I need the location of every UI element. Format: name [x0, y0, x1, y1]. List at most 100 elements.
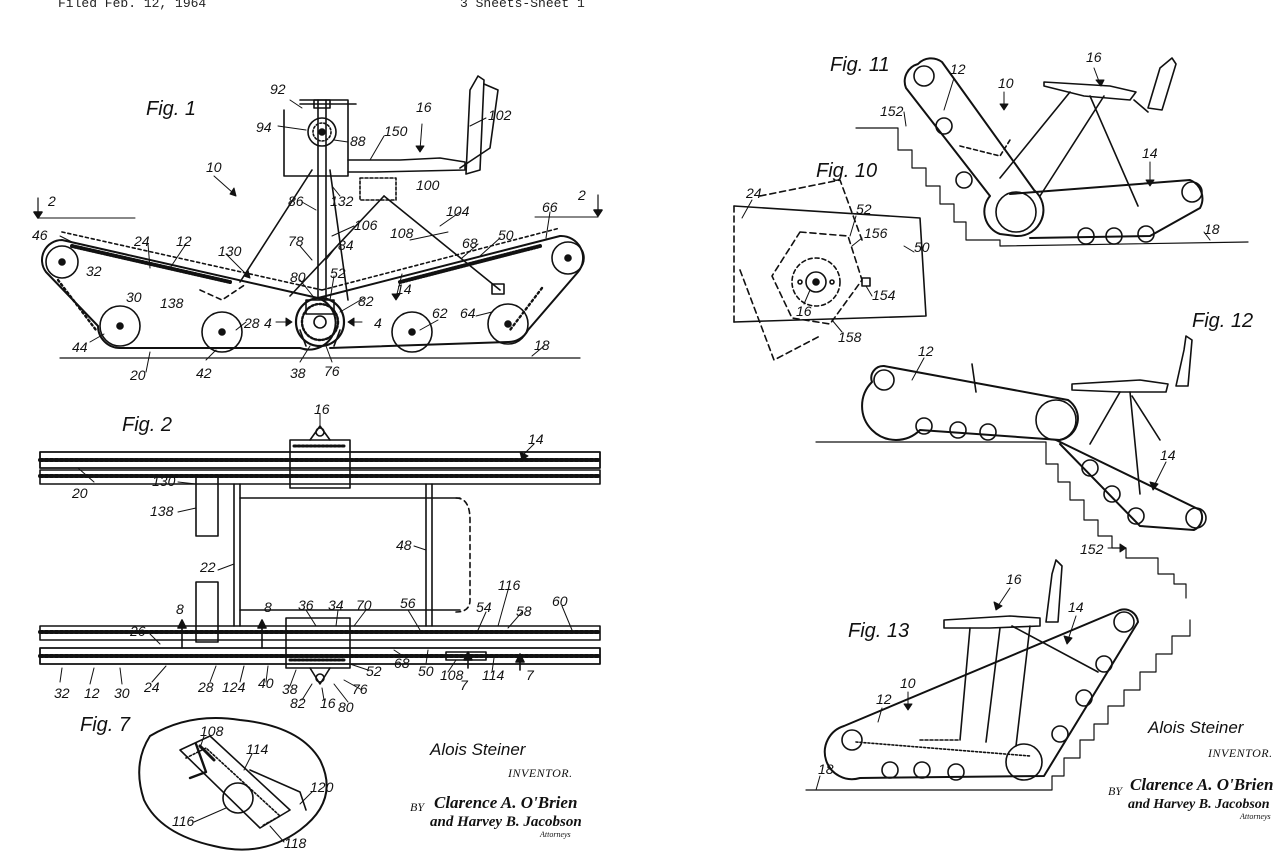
ref-label: 50: [498, 227, 514, 243]
ref-label: 114: [246, 741, 269, 757]
inventor-name: Alois Steiner: [1148, 718, 1244, 737]
fig10-title: Fig. 10: [816, 160, 878, 182]
ref-label: 12: [176, 233, 192, 249]
ref-label: 76: [324, 363, 340, 379]
fig11-title: Fig. 11: [830, 54, 890, 76]
fig11-drawing: [855, 57, 1249, 247]
ref-label: 82: [290, 695, 306, 711]
ref-label: 20: [72, 485, 88, 501]
ref-label: 2: [48, 193, 56, 209]
ref-label: 52: [330, 265, 346, 281]
ref-label: 52: [856, 201, 872, 217]
inventor-label: INVENTOR.: [508, 766, 573, 780]
ref-label: 7: [460, 677, 468, 693]
filed-date: Filed Feb. 12, 1964: [58, 0, 207, 11]
ref-label: 12: [876, 691, 892, 707]
ref-label: 10: [900, 675, 916, 691]
ref-label: 106: [354, 217, 378, 233]
ref-label: 18: [818, 761, 834, 777]
ref-label: 18: [534, 337, 550, 353]
attorney-signature-2: and Harvey B. Jacobson: [430, 814, 582, 830]
ref-label: 30: [114, 685, 130, 701]
ref-label: 16: [314, 401, 330, 417]
fig7-title: Fig. 7: [80, 714, 131, 736]
ref-label: 16: [1006, 571, 1022, 587]
ref-label: 16: [1086, 49, 1102, 65]
attorney-signature-1: Clarence A. O'Brien: [434, 793, 578, 812]
attorney-signature-2: and Harvey B. Jacobson: [1128, 797, 1270, 812]
ref-label: 10: [206, 159, 222, 175]
ref-label: 68: [462, 235, 478, 251]
ref-label: 34: [328, 597, 344, 613]
fig1-drawing: [33, 75, 603, 359]
ref-label: 10: [998, 75, 1014, 91]
ref-label: 58: [516, 603, 532, 619]
by-label: BY: [1108, 784, 1123, 798]
ref-label: 66: [542, 199, 558, 215]
fig7-drawing: [138, 717, 328, 851]
ref-label: 4: [374, 315, 382, 331]
ref-label: 28: [198, 679, 214, 695]
ref-label: 152: [1080, 541, 1104, 557]
ref-label: 108: [440, 667, 464, 683]
ref-label: 80: [338, 699, 354, 715]
ref-label: 38: [282, 681, 298, 697]
ref-label: 28: [244, 315, 260, 331]
ref-label: 14: [1160, 447, 1176, 463]
fig12-title: Fig. 12: [1192, 310, 1254, 332]
inventor-label: INVENTOR.: [1208, 746, 1273, 760]
fig10-drawing: [733, 179, 927, 361]
ref-label: 88: [350, 133, 366, 149]
fig2-drawing: [38, 425, 602, 685]
ref-label: 2: [578, 187, 586, 203]
ref-label: 38: [290, 365, 306, 381]
by-label: BY: [410, 800, 425, 814]
ref-label: 94: [256, 119, 272, 135]
ref-label: 48: [396, 537, 412, 553]
ref-label: 156: [864, 225, 888, 241]
fig12-drawing: [815, 335, 1207, 599]
ref-label: 130: [218, 243, 242, 259]
ref-label: 116: [498, 577, 521, 593]
ref-label: 102: [488, 107, 512, 123]
ref-label: 78: [288, 233, 304, 249]
attorneys-label: Attorneys: [1240, 812, 1271, 821]
ref-label: 32: [86, 263, 102, 279]
ref-label: 40: [258, 675, 274, 691]
ref-label: 124: [222, 679, 246, 695]
ref-label: 36: [298, 597, 314, 613]
leader-lines: [59, 67, 1211, 843]
ref-label: 14: [1142, 145, 1158, 161]
ref-label: 12: [918, 343, 934, 359]
ref-label: 154: [872, 287, 896, 303]
ref-label: 84: [338, 237, 354, 253]
ref-label: 150: [384, 123, 408, 139]
ref-label: 138: [160, 295, 184, 311]
fig2-title: Fig. 2: [122, 414, 173, 436]
ref-label: 8: [264, 599, 272, 615]
ref-label: 32: [54, 685, 70, 701]
ref-label: 158: [838, 329, 862, 345]
ref-label: 68: [394, 655, 410, 671]
ref-label: 24: [134, 233, 150, 249]
ref-label: 22: [200, 559, 216, 575]
ref-label: 8: [176, 601, 184, 617]
ref-label: 64: [460, 305, 476, 321]
ref-label: 116: [172, 813, 195, 829]
ref-label: 130: [152, 473, 176, 489]
ref-label: 46: [32, 227, 48, 243]
ref-label: 86: [288, 193, 304, 209]
ref-label: 76: [352, 681, 368, 697]
ref-label: 24: [746, 185, 762, 201]
ref-label: 16: [796, 303, 812, 319]
ref-label: 7: [526, 667, 534, 683]
ref-label: 20: [130, 367, 146, 383]
ref-label: 52: [366, 663, 382, 679]
fig13-drawing: [805, 559, 1191, 791]
ref-label: 138: [150, 503, 174, 519]
ref-label: 50: [914, 239, 930, 255]
inventor-name: Alois Steiner: [430, 740, 526, 759]
ref-label: 50: [418, 663, 434, 679]
ref-label: 12: [84, 685, 100, 701]
